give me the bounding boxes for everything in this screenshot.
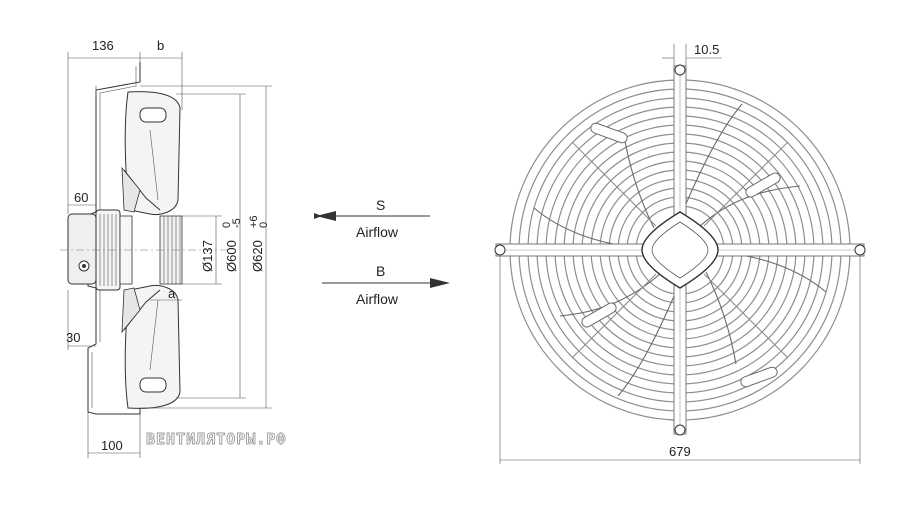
- dim-60: 60: [74, 190, 88, 205]
- airflow-legend: S Airflow B Airflow: [314, 197, 450, 307]
- watermark: ВЕНТИЛЯТОРЫ.РФ: [146, 430, 286, 448]
- airflow-b-label: B: [376, 263, 385, 279]
- dim-d620-tol-upper: +6: [248, 215, 260, 228]
- center-hub: [641, 211, 719, 289]
- dim-136: 136: [92, 38, 114, 53]
- blade-slots: [581, 122, 781, 388]
- dim-d620: Ø620: [250, 240, 265, 272]
- airflow-b-text: Airflow: [356, 291, 399, 307]
- dim-d600-tol-lower: -5: [231, 218, 243, 228]
- dim-30: 30: [66, 330, 80, 345]
- dim-d137: Ø137: [200, 240, 215, 272]
- front-view: 10.5 679: [494, 42, 866, 464]
- front-dimensions: [499, 44, 861, 464]
- dim-d600: Ø600: [224, 240, 239, 272]
- dim-10-5: 10.5: [694, 42, 719, 57]
- dim-100: 100: [101, 438, 123, 453]
- airflow-s-text: Airflow: [356, 224, 399, 240]
- dim-b: b: [157, 38, 164, 53]
- dim-d620-tol-lower: 0: [258, 222, 270, 228]
- blades-profile: [121, 91, 181, 409]
- airflow-s-label: S: [376, 197, 385, 213]
- dim-679: 679: [669, 444, 691, 459]
- side-view: 136 b 60 30 100 a Ø137 Ø600 0 -5 Ø620 +6…: [60, 38, 286, 458]
- dim-d600-tol-upper: 0: [221, 222, 233, 228]
- dim-a: a: [168, 286, 176, 301]
- side-dimensions: [60, 52, 272, 458]
